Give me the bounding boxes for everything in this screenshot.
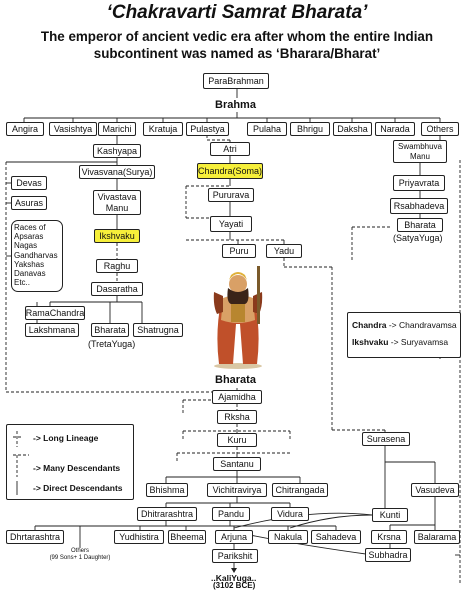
node-races: Races of Apsaras Nagas Gandharvas Yaksha… [11,220,63,292]
node-marichi: Marichi [98,122,136,136]
node-puru: Puru [222,244,256,258]
node-vivasvana-surya: Vivasvana(Surya) [79,165,155,179]
node-chandra-soma: Chandra(Soma) [197,163,263,179]
label-satyayuga: (SatyaYuga) [393,233,443,243]
node-pulaha: Pulaha [247,122,287,136]
node-vidura: Vidura [271,507,309,521]
node-bhrigu: Bhrigu [290,122,330,136]
legend-long-lineage: -> Long Lineage [33,433,99,443]
node-ramachandra: RamaChandra [25,306,85,320]
subtitle-line-1: The emperor of ancient vedic era after w… [40,29,434,44]
node-dhitrarashtra: Dhitrarashtra [137,507,197,521]
subtitle-line-2: subcontinent was named as ‘Bharara/Bhara… [93,46,381,61]
node-bhishma: Bhishma [146,483,188,497]
bharata-figure [213,266,263,369]
label-others-descendants: Others (99 Sons+ 1 Daughter) [45,548,115,562]
node-vasishtya: Vasishtya [49,122,97,136]
node-asuras: Asuras [11,196,47,210]
node-bharata-rama: Bharata [91,323,129,337]
node-lakshmana: Lakshmana [25,323,79,337]
node-dasaratha: Dasaratha [91,282,143,296]
vamsa-legend: Chandra -> Chandravamsa Ikshvaku -> Sury… [347,312,461,358]
node-bharata-main: Bharata [215,374,256,386]
node-ikshvaku: Ikshvaku [94,229,140,243]
vamsa-ikshvaku: Ikshvaku [352,337,389,347]
node-narada: Narada [375,122,415,136]
page-title: ‘Chakravarti Samrat Bharata’ [106,2,368,23]
line-legend: -> Long Lineage -> Many Descendants -> D… [6,424,134,500]
node-krsna: Krsna [371,530,407,544]
node-kunti: Kunti [372,508,408,522]
node-nakula: Nakula [268,530,308,544]
node-sahadeva: Sahadeva [311,530,361,544]
node-daksha: Daksha [333,122,372,136]
node-vasudeva: Vasudeva [411,483,459,497]
node-balarama: Balarama [414,530,460,544]
node-vivastava-manu: Vivastava Manu [93,190,141,215]
node-chitrangada: Chitrangada [272,483,328,497]
node-pandu: Pandu [212,507,250,521]
node-vichitravirya: Vichitravirya [207,483,267,497]
node-kuru: Kuru [217,433,257,447]
node-brahma: Brahma [215,99,256,111]
node-yudhistira: Yudhistira [114,530,164,544]
label-tretayuga: (TretaYuga) [88,339,136,349]
node-dhrtarashtra: Dhrtarashtra [6,530,64,544]
line-legend-symbols [13,431,29,495]
page-subtitle: The emperor of ancient vedic era after w… [0,28,474,62]
node-yayati: Yayati [210,216,252,232]
node-parabrahman: ParaBrahman [203,73,269,89]
node-arjuna: Arjuna [215,530,253,544]
node-priyavrata: Priyavrata [393,175,445,191]
node-raghu: Raghu [96,259,138,273]
node-bheema: Bheema [168,530,206,544]
node-surasena: Surasena [362,432,410,446]
others-descendants-line-2: (99 Sons+ 1 Daughter) [49,555,111,561]
node-swambhuva-manu: Swambhuva Manu [393,140,447,163]
others-descendants-line-1: Others [70,548,89,554]
node-santanu: Santanu [213,457,261,471]
node-rsabhadeva: Rsabhadeva [390,198,448,214]
legend-direct-descendants: -> Direct Descendants [33,483,123,493]
label-kaliyuga-date: (3102 BCE) [213,581,256,590]
node-angira: Angira [6,122,44,136]
node-atri: Atri [210,142,250,156]
node-kashyapa: Kashyapa [93,144,141,158]
vamsa-chandra-text: -> Chandravamsa [386,320,457,330]
node-yadu: Yadu [266,244,302,258]
node-shatrugna: Shatrugna [133,323,183,337]
node-parikshit: Parikshit [212,549,258,563]
node-devas: Devas [11,176,47,190]
node-rksha: Rksha [217,410,257,424]
label-kaliyuga: ..KaliYuga.. [211,573,257,583]
node-subhadra: Subhadra [365,548,411,562]
node-bharata-satya: Bharata [397,218,443,232]
node-kratuja: Kratuja [143,122,183,136]
legend-many-descendants: -> Many Descendants [33,463,121,473]
node-others: Others [421,122,459,136]
vamsa-ikshvaku-text: -> Suryavamsa [388,337,449,347]
vamsa-legend-line-2: Ikshvaku -> Suryavamsa [352,337,448,347]
node-pururava: Pururava [208,188,254,202]
vamsa-legend-line-1: Chandra -> Chandravamsa [352,320,457,330]
node-ajamidha: Ajamidha [212,390,262,404]
vamsa-chandra: Chandra [352,320,387,330]
node-pulastya: Pulastya [186,122,229,136]
